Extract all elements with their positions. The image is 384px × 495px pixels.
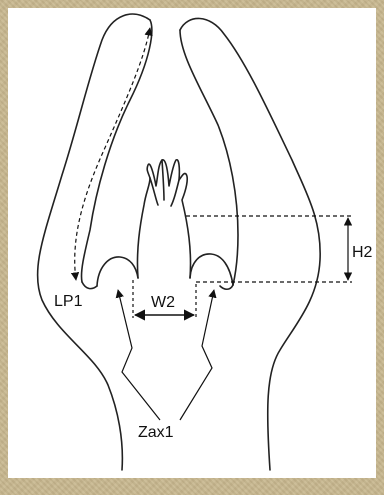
label-zax1: Zax1 bbox=[138, 424, 174, 441]
label-lp1: LP1 bbox=[54, 293, 83, 310]
label-w2: W2 bbox=[151, 294, 175, 311]
apex-fold-mid bbox=[162, 160, 164, 200]
central-apex bbox=[137, 160, 190, 278]
base-outline bbox=[82, 282, 97, 289]
apex-fold-right bbox=[171, 180, 179, 206]
left-axillary-bump bbox=[97, 257, 138, 286]
right-primordium-outer bbox=[180, 18, 320, 470]
right-primordium-inner bbox=[180, 30, 238, 285]
right-axillary-bump bbox=[190, 254, 233, 285]
base-outline-right bbox=[220, 285, 233, 289]
label-h2: H2 bbox=[352, 244, 373, 261]
zax1-right-pointer bbox=[180, 290, 214, 420]
left-primordium-inner bbox=[81, 20, 151, 282]
